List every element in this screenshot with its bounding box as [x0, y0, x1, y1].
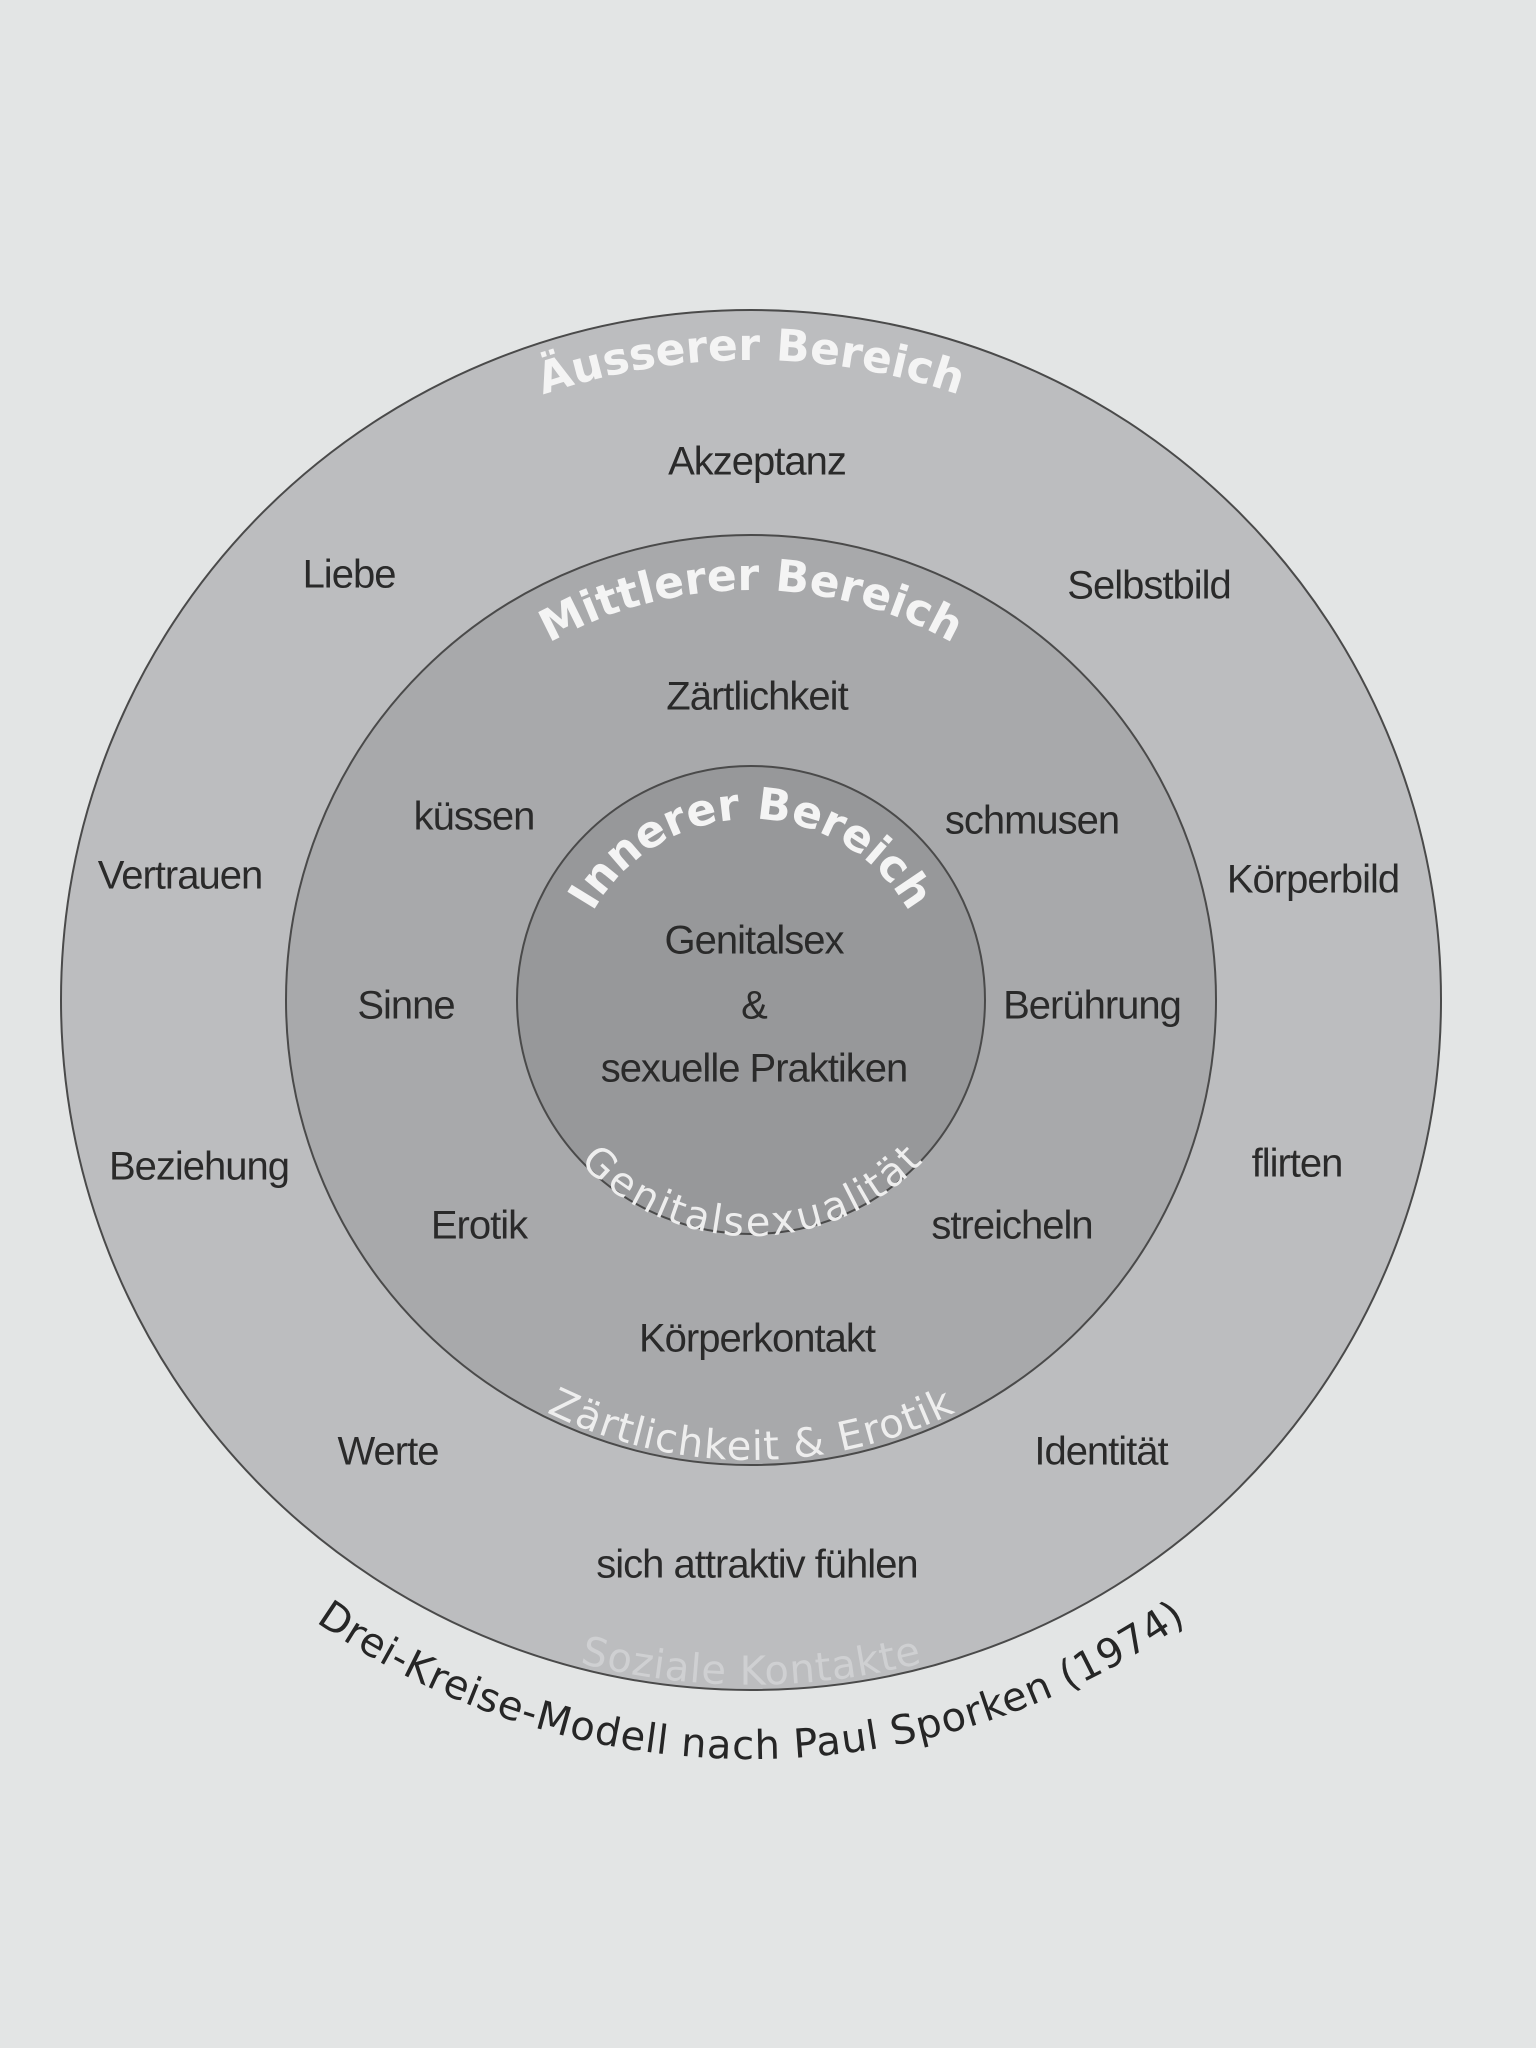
middle-item: streicheln	[931, 1204, 1092, 1248]
middle-item: Körperkontakt	[639, 1317, 876, 1361]
middle-item: schmusen	[945, 799, 1119, 843]
middle-item: küssen	[414, 795, 535, 839]
middle-item: Sinne	[357, 984, 454, 1028]
outer-item: flirten	[1252, 1142, 1343, 1186]
inner-line: &	[741, 984, 768, 1028]
middle-item: Berührung	[1003, 984, 1181, 1028]
outer-item: Werte	[338, 1430, 439, 1474]
outer-item: Liebe	[303, 553, 396, 597]
outer-item: Körperbild	[1227, 858, 1399, 902]
middle-item: Erotik	[431, 1204, 529, 1248]
outer-item: Akzeptanz	[668, 440, 846, 484]
outer-item: Vertrauen	[98, 854, 262, 898]
outer-item: Selbstbild	[1067, 564, 1230, 608]
inner-line: sexuelle Praktiken	[601, 1047, 908, 1091]
outer-item: Identität	[1034, 1430, 1168, 1474]
inner-circle	[516, 765, 986, 1235]
outer-item: Beziehung	[109, 1145, 289, 1189]
middle-item: Zärtlichkeit	[666, 675, 848, 719]
inner-line: Genitalsex	[665, 919, 845, 963]
outer-item: sich attraktiv fühlen	[596, 1543, 917, 1587]
